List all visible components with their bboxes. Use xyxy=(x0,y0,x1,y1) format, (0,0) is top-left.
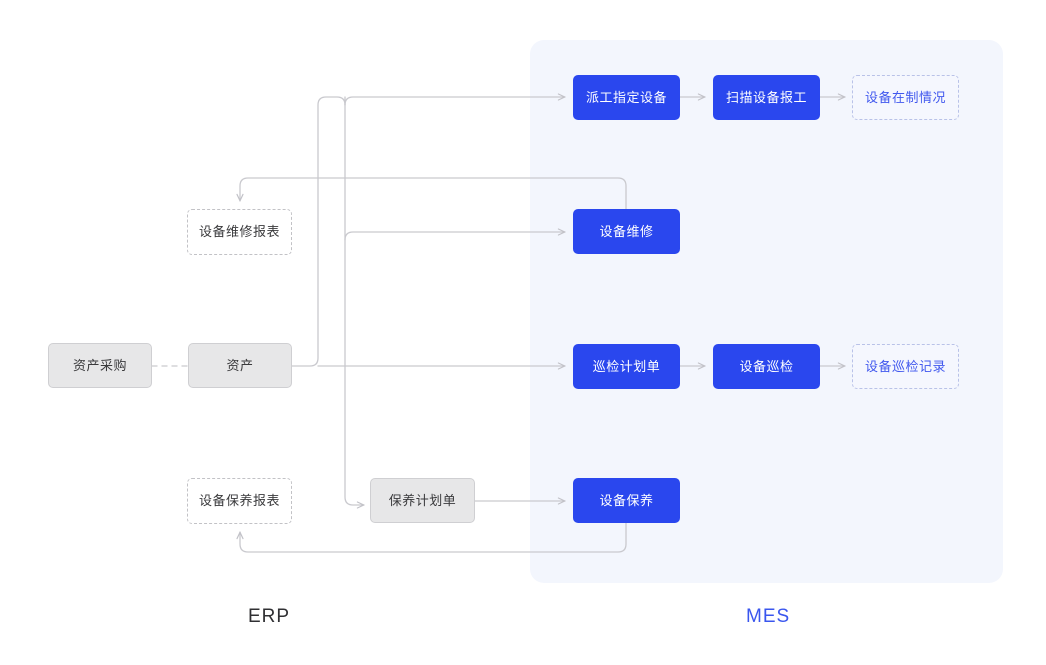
node-equipment-repair[interactable]: 设备维修 xyxy=(573,209,680,254)
zone-label-mes: MES xyxy=(746,606,791,627)
node-scan-report-work[interactable]: 扫描设备报工 xyxy=(713,75,820,120)
mes-zone-panel xyxy=(530,40,1003,583)
node-maintain-report[interactable]: 设备保养报表 xyxy=(187,478,292,524)
node-dispatch-equipment[interactable]: 派工指定设备 xyxy=(573,75,680,120)
node-wip-status[interactable]: 设备在制情况 xyxy=(852,75,959,120)
node-maintain-plan[interactable]: 保养计划单 xyxy=(370,478,475,523)
edge-repair-to-repair-report xyxy=(236,177,627,210)
edge-asset-to-equipment-repair xyxy=(344,228,566,241)
node-inspect-record[interactable]: 设备巡检记录 xyxy=(852,344,959,389)
node-equipment-maintain[interactable]: 设备保养 xyxy=(573,478,680,523)
zone-label-erp: ERP xyxy=(248,606,291,627)
edge-asset-to-dispatch xyxy=(344,93,566,106)
node-asset-purchase[interactable]: 资产采购 xyxy=(48,343,152,388)
edge-asset-branch-up xyxy=(291,96,346,367)
edge-asset-spine-vertical xyxy=(344,96,365,509)
edge-maintain-to-maintain-report xyxy=(236,522,627,553)
node-inspection-plan[interactable]: 巡检计划单 xyxy=(573,344,680,389)
node-repair-report[interactable]: 设备维修报表 xyxy=(187,209,292,255)
node-equipment-inspect[interactable]: 设备巡检 xyxy=(713,344,820,389)
node-asset[interactable]: 资产 xyxy=(188,343,292,388)
